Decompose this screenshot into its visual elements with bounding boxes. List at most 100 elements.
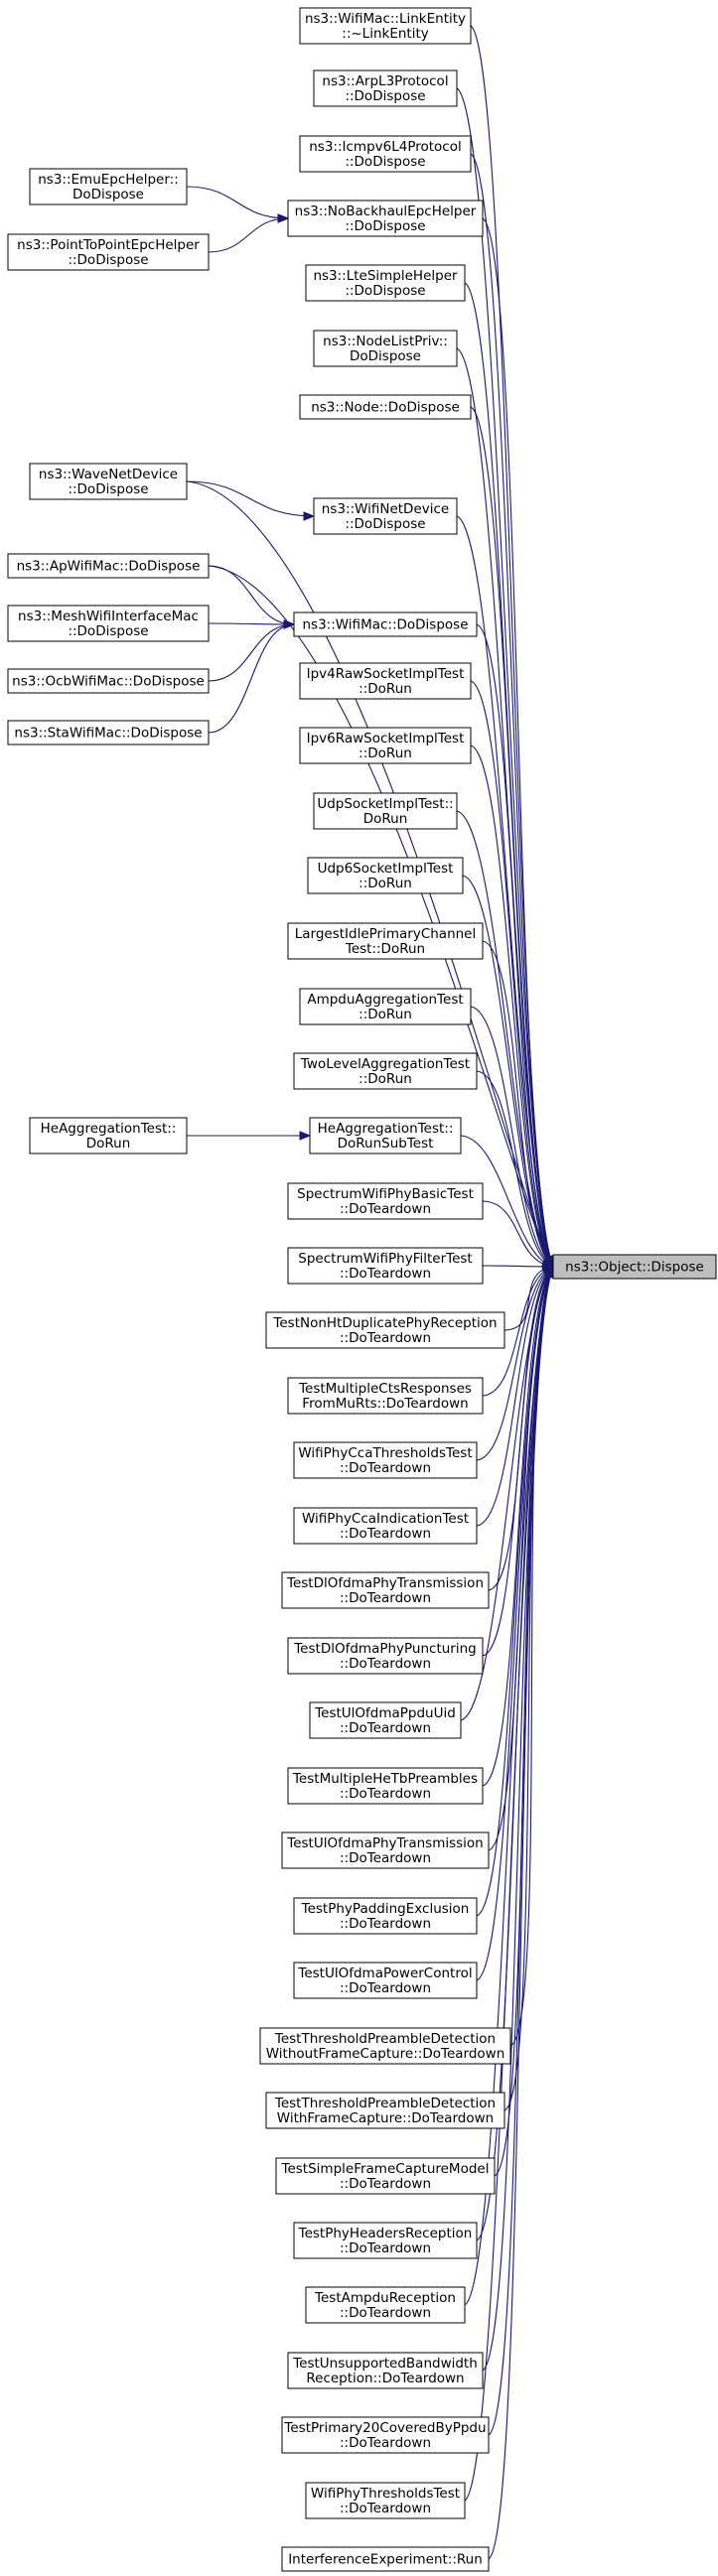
node-phypadding[interactable]: TestPhyPaddingExclusion::DoTeardown [293, 1897, 478, 1935]
node-multicts[interactable]: TestMultipleCtsResponsesFromMuRts::DoTea… [287, 1377, 484, 1415]
node-emuepc[interactable]: ns3::EmuEpcHelper::DoDispose [29, 168, 188, 205]
edge-apwifimac-to-wifimac [208, 565, 295, 625]
edge-udpsocket-to-dispose [456, 810, 554, 1268]
edge-ulofdmapower-to-dispose [476, 1266, 554, 1981]
node-nodelistpriv[interactable]: ns3::NodeListPriv::DoDispose [313, 330, 458, 367]
node-phyheaders-box [293, 2222, 478, 2259]
node-heagg-label-0: HeAggregationTest:: [41, 1121, 177, 1137]
node-dlofdmapunct-label-1: ::DoTeardown [340, 1656, 431, 1672]
node-twolevelagg[interactable]: TwoLevelAggregationTest::DoRun [293, 1052, 478, 1090]
node-icmpv6[interactable]: ns3::Icmpv6L4Protocol::DoDispose [299, 135, 472, 173]
edge-ipv4raw-to-dispose [470, 680, 554, 1268]
edge-p2pepc-to-nobackhaul-arrowhead [277, 213, 290, 223]
node-phyheaders[interactable]: TestPhyHeadersReception::DoTeardown [293, 2222, 478, 2259]
node-ulofdmapower-label-0: TestUlOfdmaPowerControl [297, 1966, 472, 1981]
node-icmpv6-box [299, 135, 472, 173]
node-udp6socket[interactable]: Udp6SocketImplTest::DoRun [307, 857, 464, 894]
node-ulofdmapower[interactable]: TestUlOfdmaPowerControl::DoTeardown [293, 1962, 478, 1999]
node-wifimac[interactable]: ns3::WifiMac::DoDispose [293, 611, 478, 637]
node-ipv4raw[interactable]: Ipv4RawSocketImplTest::DoRun [299, 662, 472, 700]
node-ampduagg-label-1: ::DoRun [359, 1007, 412, 1022]
node-node[interactable]: ns3::Node::DoDispose [299, 394, 472, 420]
node-nobackhaul[interactable]: ns3::NoBackhaulEpcHelper::DoDispose [287, 200, 484, 237]
node-ulofdmauid-label-0: TestUlOfdmaPpduUid [314, 1705, 456, 1721]
edge-primary20-to-dispose [488, 1266, 554, 2436]
node-unsupbw[interactable]: TestUnsupportedBandwidthReception::DoTea… [287, 2352, 484, 2389]
node-apwifimac-label-0: ns3::ApWifiMac::DoDispose [17, 559, 201, 575]
node-ipv4raw-label-0: Ipv4RawSocketImplTest [307, 666, 465, 682]
node-ccaind[interactable]: WifiPhyCcaIndicationTest::DoTeardown [293, 1507, 478, 1545]
node-stawifimac[interactable]: ns3::StaWifiMac::DoDispose [7, 720, 210, 746]
node-multicts-box [287, 1377, 484, 1415]
node-wifinet-box [313, 497, 458, 535]
node-nonhtdup-label-0: TestNonHtDuplicatePhyReception [272, 1315, 497, 1331]
node-heaggsub-box [309, 1117, 462, 1154]
node-arpl3[interactable]: ns3::ArpL3Protocol::DoDispose [313, 69, 458, 107]
node-p2pepc[interactable]: ns3::PointToPointEpcHelper::DoDispose [7, 233, 210, 271]
node-ltesimple[interactable]: ns3::LteSimpleHelper::DoDispose [305, 264, 466, 302]
node-ltesimple-label-0: ns3::LteSimpleHelper [313, 268, 458, 284]
node-dispose-box [552, 1254, 717, 1280]
node-udpsocket-label-0: UdpSocketImplTest:: [317, 796, 453, 812]
node-p2pepc-label-1: ::DoDispose [68, 252, 148, 268]
node-ampdurecep[interactable]: TestAmpduReception::DoTeardown [305, 2286, 466, 2324]
node-specbasic[interactable]: SpectrumWifiPhyBasicTest::DoTeardown [287, 1182, 484, 1220]
edge-wavenet-to-dispose [186, 480, 554, 1268]
node-ocbwifimac-box [7, 668, 210, 694]
edge-heaggsub-to-dispose [460, 1135, 554, 1268]
node-linkentity[interactable]: ns3::WifiMac::LinkEntity::~LinkEntity [299, 7, 472, 45]
node-threshwith-label-1: WithFrameCapture::DoTeardown [277, 2110, 494, 2126]
node-primary20[interactable]: TestPrimary20CoveredByPpdu::DoTeardown [281, 2416, 490, 2454]
node-primary20-label-1: ::DoTeardown [340, 2435, 431, 2451]
node-ulofdmatx[interactable]: TestUlOfdmaPhyTransmission::DoTeardown [281, 1831, 490, 1869]
node-ipv6raw[interactable]: Ipv6RawSocketImplTest::DoRun [299, 727, 472, 764]
node-wifinet[interactable]: ns3::WifiNetDevice::DoDispose [313, 497, 458, 535]
node-stawifimac-label-0: ns3::StaWifiMac::DoDispose [14, 726, 202, 742]
node-ulofdmauid[interactable]: TestUlOfdmaPpduUid::DoTeardown [309, 1701, 462, 1739]
node-nonhtdup[interactable]: TestNonHtDuplicatePhyReception::DoTeardo… [265, 1311, 505, 1349]
node-node-label-0: ns3::Node::DoDispose [311, 400, 460, 416]
node-phyheaders-label-1: ::DoTeardown [340, 2240, 431, 2256]
node-dispose[interactable]: ns3::Object::Dispose [552, 1254, 717, 1280]
node-specbasic-label-0: SpectrumWifiPhyBasicTest [297, 1186, 474, 1202]
node-primary20-label-0: TestPrimary20CoveredByPpdu [283, 2420, 486, 2436]
node-ampdurecep-box [305, 2286, 466, 2324]
node-nodelistpriv-label-1: DoDispose [350, 348, 421, 364]
node-dlofdmapunct[interactable]: TestDlOfdmaPhyPuncturing::DoTeardown [287, 1637, 484, 1675]
node-ltesimple-label-1: ::DoDispose [345, 283, 425, 299]
node-meshwifi[interactable]: ns3::MeshWifiInterfaceMac::DoDispose [7, 605, 210, 642]
node-ccathresh-label-0: WifiPhyCcaThresholdsTest [298, 1445, 472, 1461]
node-specfilter[interactable]: SpectrumWifiPhyFilterTest::DoTeardown [287, 1247, 484, 1285]
node-phythresh[interactable]: WifiPhyThresholdsTest::DoTeardown [305, 2482, 466, 2519]
node-threshwithout[interactable]: TestThresholdPreambleDetectionWithoutFra… [259, 2027, 511, 2065]
node-udpsocket[interactable]: UdpSocketImplTest::DoRun [313, 792, 458, 830]
node-simplecapture[interactable]: TestSimpleFrameCaptureModel::DoTeardown [275, 2157, 496, 2195]
node-icmpv6-label-1: ::DoDispose [345, 154, 425, 170]
edge-heagg-to-heaggsub-arrowhead [299, 1131, 312, 1141]
node-emuepc-box [29, 168, 188, 205]
node-ipv6raw-box [299, 727, 472, 764]
node-interference[interactable]: InterferenceExperiment::Run [281, 2546, 490, 2572]
node-phypadding-label-0: TestPhyPaddingExclusion [301, 1901, 470, 1917]
node-dlofdmatx[interactable]: TestDlOfdmaPhyTransmission::DoTeardown [281, 1571, 490, 1609]
nodes-layer: ns3::WifiMac::LinkEntity::~LinkEntityns3… [7, 7, 717, 2572]
node-apwifimac[interactable]: ns3::ApWifiMac::DoDispose [7, 553, 210, 579]
node-multihetb[interactable]: TestMultipleHeTbPreambles::DoTeardown [287, 1767, 484, 1805]
node-ampduagg-label-0: AmpduAggregationTest [307, 992, 463, 1008]
node-threshwith[interactable]: TestThresholdPreambleDetectionWithFrameC… [265, 2092, 505, 2129]
node-emuepc-label-1: DoDispose [72, 187, 144, 203]
node-ocbwifimac[interactable]: ns3::OcbWifiMac::DoDispose [7, 668, 210, 694]
node-threshwith-label-0: TestThresholdPreambleDetection [274, 2096, 496, 2111]
node-ampduagg[interactable]: AmpduAggregationTest::DoRun [299, 988, 472, 1025]
node-icmpv6-label-0: ns3::Icmpv6L4Protocol [309, 139, 462, 155]
node-wavenet[interactable]: ns3::WaveNetDevice::DoDispose [29, 463, 188, 500]
node-ccathresh[interactable]: WifiPhyCcaThresholdsTest::DoTeardown [293, 1441, 478, 1479]
node-meshwifi-label-1: ::DoDispose [68, 623, 148, 639]
node-p2pepc-label-0: ns3::PointToPointEpcHelper [17, 237, 200, 253]
node-multicts-label-1: FromMuRts::DoTeardown [302, 1396, 468, 1412]
node-threshwithout-label-1: WithoutFrameCapture::DoTeardown [266, 2046, 505, 2062]
node-heaggsub[interactable]: HeAggregationTest::DoRunSubTest [309, 1117, 462, 1154]
edge-ccathresh-to-dispose [476, 1266, 554, 1461]
node-heagg[interactable]: HeAggregationTest::DoRun [29, 1117, 188, 1154]
